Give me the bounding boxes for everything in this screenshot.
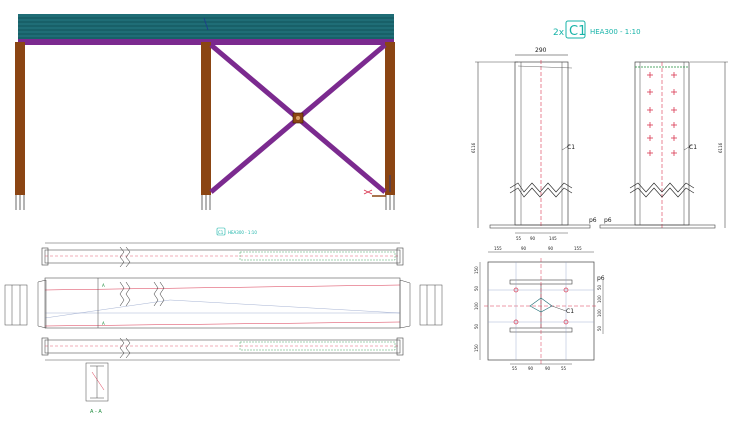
svg-text:100: 100 xyxy=(597,309,602,317)
drawing-title: 2x C1 HEA300 - 1:10 xyxy=(553,20,641,39)
title-mark-box xyxy=(565,20,586,39)
svg-text:50: 50 xyxy=(597,284,602,290)
svg-text:90: 90 xyxy=(548,246,554,251)
title-qty: 2x xyxy=(553,28,565,38)
title-profile-scale: HEA300 - 1:10 xyxy=(590,28,641,36)
connection-marks xyxy=(203,17,391,192)
bolt-marks xyxy=(647,72,677,156)
svg-text:50: 50 xyxy=(474,285,479,291)
svg-text:90: 90 xyxy=(528,366,534,371)
section-a-a-label: A - A xyxy=(90,409,102,415)
column-middle xyxy=(201,42,211,195)
section-a-a xyxy=(85,362,109,402)
height-dim-right: 6116 xyxy=(718,142,723,153)
plate-thickness-label: p6 xyxy=(597,275,605,282)
svg-text:155: 155 xyxy=(494,246,502,251)
plate-column-label: C1 xyxy=(566,308,574,315)
end-plate-right xyxy=(399,279,443,329)
svg-text:90: 90 xyxy=(530,236,536,241)
base-plate-plan: C1 p6 155 90 90 155 150 50 100 50 150 50… xyxy=(474,246,605,371)
width-dim-top: 290 xyxy=(535,47,547,54)
beam-title-mark: C1 xyxy=(218,230,224,235)
axis-triad-icon xyxy=(363,189,386,197)
column-elevation-left: 6116 290 C1 p6 55 90 145 xyxy=(471,47,597,241)
frame-3d-view xyxy=(15,14,395,210)
svg-text:55: 55 xyxy=(516,236,522,241)
column-label-left: C1 xyxy=(567,144,575,151)
beam-title-text: HEA300 - 1:10 xyxy=(228,230,257,235)
svg-text:90: 90 xyxy=(521,246,527,251)
anchor-bolts xyxy=(513,287,569,325)
height-dim-left: 6116 xyxy=(471,142,476,153)
section-marker-a-top: A xyxy=(102,283,105,288)
plate-label-right: p6 xyxy=(604,217,612,224)
svg-text:100: 100 xyxy=(597,295,602,303)
svg-text:50: 50 xyxy=(597,325,602,331)
section-marker-a-bottom: A xyxy=(102,321,105,326)
roof-ribs xyxy=(18,17,394,39)
svg-text:100: 100 xyxy=(474,302,479,310)
svg-text:150: 150 xyxy=(474,344,479,352)
column-elevation-right: 6116 C1 p6 xyxy=(599,61,728,229)
column-label-right: C1 xyxy=(689,144,697,151)
column-left xyxy=(15,42,25,195)
svg-text:155: 155 xyxy=(574,246,582,251)
beam-detail: C1 HEA300 - 1:10 A A xyxy=(4,227,443,415)
svg-text:145: 145 xyxy=(549,236,557,241)
svg-text:90: 90 xyxy=(545,366,551,371)
svg-text:55: 55 xyxy=(561,366,567,371)
plate-label-left: p6 xyxy=(589,217,597,224)
svg-text:55: 55 xyxy=(512,366,518,371)
svg-text:150: 150 xyxy=(474,266,479,274)
column-right xyxy=(385,42,395,195)
column-bases xyxy=(15,195,395,210)
title-mark: C1 xyxy=(569,24,586,39)
svg-text:50: 50 xyxy=(474,323,479,329)
end-plate-left xyxy=(4,279,47,329)
